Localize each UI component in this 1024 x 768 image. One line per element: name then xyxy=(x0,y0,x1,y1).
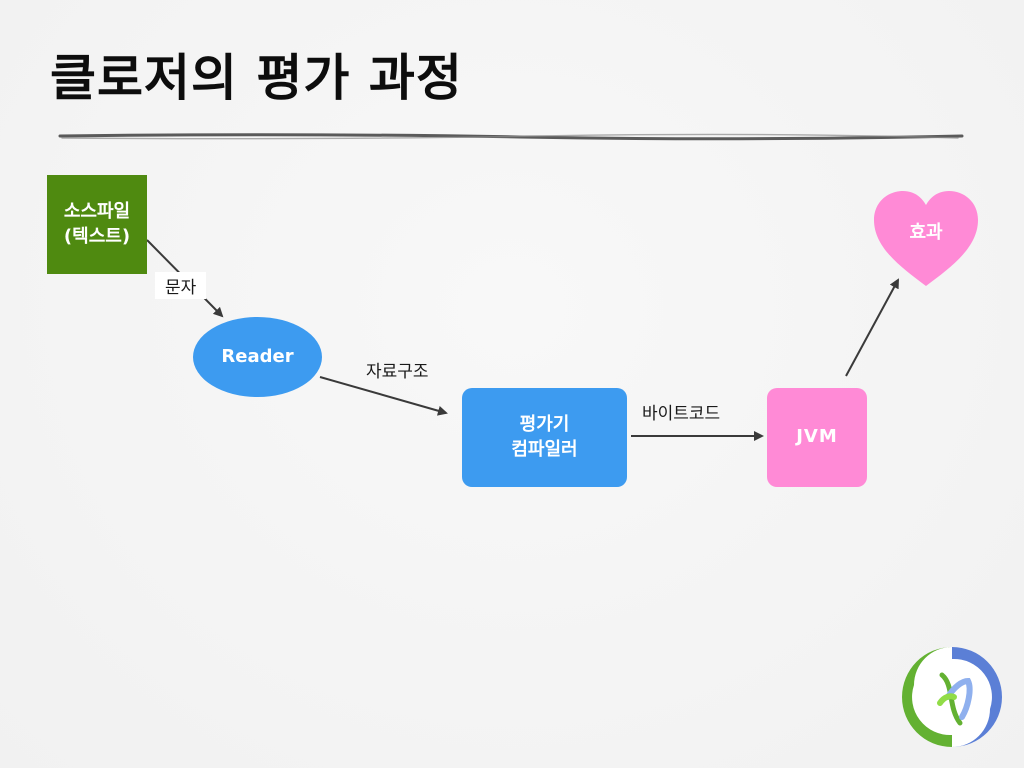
node-evaluator-compiler: 평가기 컴파일러 xyxy=(462,388,627,487)
arrow-jvm-to-effect xyxy=(845,278,899,377)
node-effect-label: 효과 xyxy=(909,222,943,243)
arrow-reader-to-compiler xyxy=(319,376,448,416)
node-reader: Reader xyxy=(193,317,322,397)
edge-label-data-structures: 자료구조 xyxy=(366,362,429,382)
slide-title: 클로저의 평가 과정 xyxy=(50,49,463,107)
heart-icon xyxy=(874,191,978,286)
node-source-file: 소스파일 (텍스트) xyxy=(47,175,147,274)
clojure-logo-icon xyxy=(902,647,1002,747)
edge-label-characters: 문자 xyxy=(155,272,207,299)
node-jvm: JVM xyxy=(767,388,867,487)
edge-label-bytecode: 바이트코드 xyxy=(642,404,721,424)
node-effect: 효과 xyxy=(872,190,980,288)
